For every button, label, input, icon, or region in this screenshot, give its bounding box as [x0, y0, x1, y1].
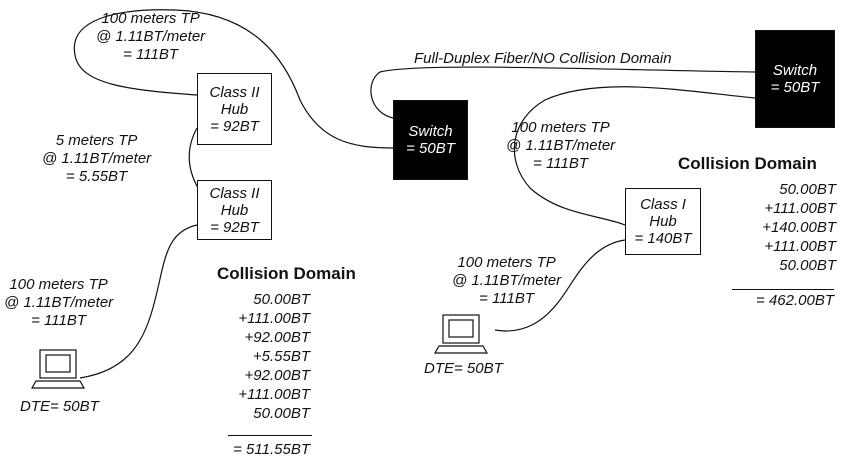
right-switch: Switch = 50BT — [755, 30, 835, 128]
center-switch: Switch = 50BT — [393, 100, 468, 180]
cable-hub-to-hub — [188, 127, 199, 189]
left-total: = 511.55BT — [233, 441, 310, 458]
right-sum-list: 50.00BT +111.00BT +140.00BT +111.00BT 50… — [762, 181, 836, 274]
right-collision-domain-title: Collision Domain — [678, 154, 817, 173]
cable-loop-left — [73, 9, 394, 149]
computer-icon-left — [30, 349, 86, 389]
left-total-rule — [228, 435, 312, 436]
fiber-link — [370, 66, 756, 119]
left-cable-top-label: 100 meters TP @ 1.11BT/meter = 111BT — [96, 10, 206, 63]
class-i-hub: Class I Hub = 140BT — [625, 188, 701, 255]
dte-label-right: DTE= 50BT — [424, 360, 503, 377]
right-total-rule — [732, 289, 834, 290]
right-total: = 462.00BT — [756, 292, 834, 309]
left-cable-mid-label: 5 meters TP @ 1.11BT/meter = 5.55BT — [42, 132, 152, 185]
dte-label-left: DTE= 50BT — [20, 398, 99, 415]
right-cable-bottom-label: 100 meters TP @ 1.11BT/meter = 111BT — [452, 254, 562, 307]
right-cable-top-label: 100 meters TP @ 1.11BT/meter = 111BT — [506, 119, 616, 172]
cable-hub-to-dte-right — [494, 239, 626, 332]
cable-hub-to-dte-left — [79, 224, 198, 379]
class-ii-hub-top: Class II Hub = 92BT — [197, 73, 272, 145]
computer-icon-right — [433, 314, 489, 354]
left-sum-list: 50.00BT +111.00BT +92.00BT +5.55BT +92.0… — [238, 291, 310, 422]
cable-loop-right — [513, 86, 756, 226]
fiber-link-label: Full-Duplex Fiber/NO Collision Domain — [414, 50, 672, 67]
left-cable-bottom-label: 100 meters TP @ 1.11BT/meter = 111BT — [4, 276, 114, 329]
class-ii-hub-bottom: Class II Hub = 92BT — [197, 180, 272, 240]
left-collision-domain-title: Collision Domain — [217, 264, 356, 283]
